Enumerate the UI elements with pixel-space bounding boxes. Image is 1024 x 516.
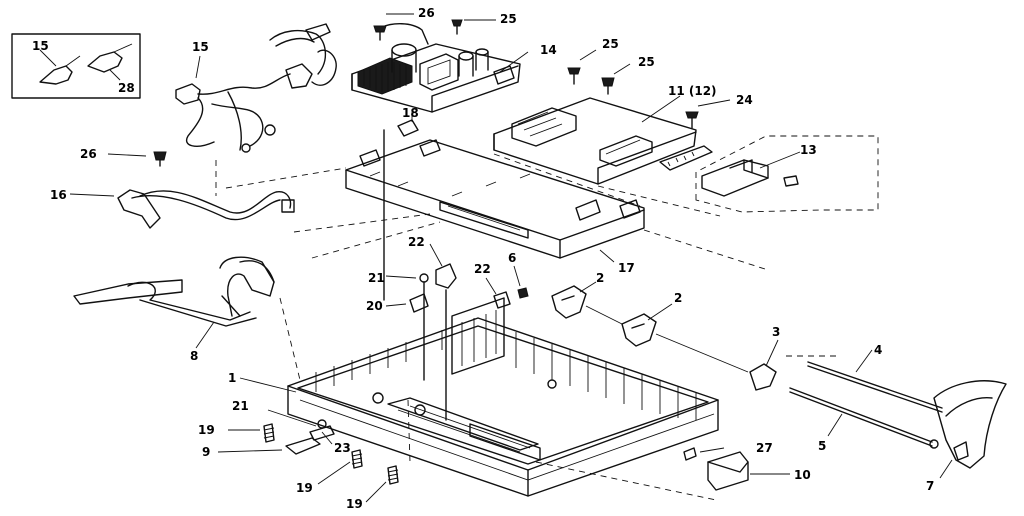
- callout-15-inset: 15: [32, 39, 49, 53]
- callout-10: 10: [794, 468, 811, 482]
- callout-7: 7: [926, 479, 934, 493]
- part-13-connector-bracket: [695, 135, 879, 213]
- callout-16: 16: [50, 188, 67, 202]
- callout-4: 4: [874, 343, 882, 357]
- callout-18: 18: [402, 106, 419, 120]
- callout-14: 14: [540, 43, 557, 57]
- callout-9: 9: [202, 445, 210, 459]
- callout-2-lower: 2: [674, 291, 682, 305]
- part-1-base-cabinet: [239, 297, 719, 497]
- part-17-frame-chassis: [345, 110, 645, 263]
- callout-8: 8: [190, 349, 198, 363]
- part-8-ribbon-cable: [73, 256, 275, 349]
- callout-13: 13: [800, 143, 817, 157]
- callout-2-upper: 2: [596, 271, 604, 285]
- callout-19-bottom: 19: [346, 497, 363, 511]
- callout-1: 1: [228, 371, 236, 385]
- callout-17: 17: [618, 261, 635, 275]
- part-15-power-harness: [175, 23, 337, 153]
- callout-6: 6: [508, 251, 516, 265]
- small-mechanism-parts: [383, 129, 779, 421]
- callout-5: 5: [818, 439, 826, 453]
- callout-26-top: 26: [418, 6, 435, 20]
- feet-and-springs: [217, 409, 790, 503]
- callout-3: 3: [772, 325, 780, 339]
- assembly-guide-lines: [215, 153, 769, 501]
- part-7-side-bracket: [933, 380, 1007, 479]
- callout-28: 28: [118, 81, 135, 95]
- screws: [107, 13, 731, 167]
- part-4-5-shafts: [786, 349, 943, 449]
- callout-24: 24: [736, 93, 753, 107]
- callout-27: 27: [756, 441, 773, 455]
- callout-19-mid: 19: [296, 481, 313, 495]
- callout-25-right: 25: [638, 55, 655, 69]
- callout-21-upper: 21: [368, 271, 385, 285]
- part-14-power-supply-board: [351, 23, 529, 113]
- inset-plug-detail: [11, 33, 141, 99]
- callout-15: 15: [192, 40, 209, 54]
- callout-19-left: 19: [198, 423, 215, 437]
- callout-23: 23: [334, 441, 351, 455]
- callout-labels: 15 28 15 26 25 14 25 25 11 (12) 24 18 26…: [32, 6, 934, 511]
- part-16-sensor-cable: [69, 189, 295, 229]
- callout-11-12: 11 (12): [668, 84, 717, 98]
- callout-20: 20: [366, 299, 383, 313]
- callout-25-top: 25: [500, 12, 517, 26]
- callout-21-lower: 21: [232, 399, 249, 413]
- callout-26-left: 26: [80, 147, 97, 161]
- callout-25-mid: 25: [602, 37, 619, 51]
- part-11-control-board: [493, 95, 713, 185]
- callout-22-left: 22: [408, 235, 425, 249]
- callout-22-right: 22: [474, 262, 491, 276]
